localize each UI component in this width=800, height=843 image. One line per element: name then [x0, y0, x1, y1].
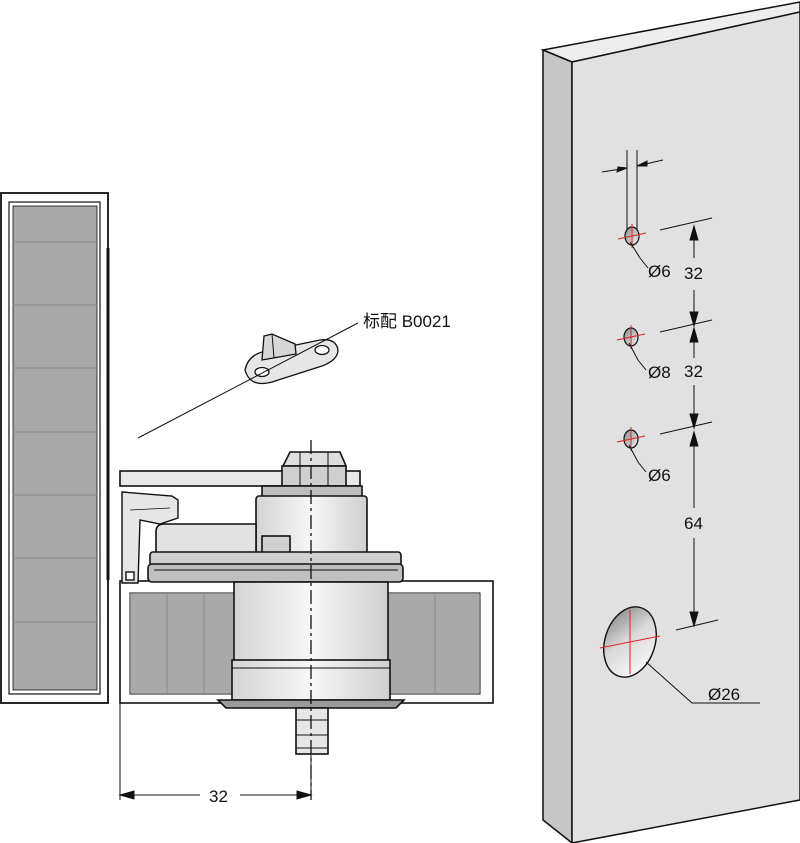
spacing-2-label: 32: [684, 362, 703, 381]
door-panel-side: [542, 48, 573, 843]
hole-width-dimension: [601, 150, 664, 232]
offset-dimension: [118, 703, 313, 800]
standard-part-leader: [137, 322, 359, 439]
spacing-dimension-chain: [659, 217, 719, 631]
vertical-frame-profile: [0, 192, 110, 704]
mounting-hole-1: [617, 224, 647, 248]
hole1-diameter-label: Ø6: [648, 262, 671, 281]
strike-part-b0021: [244, 333, 339, 385]
large-hole-diameter-label: Ø26: [708, 685, 740, 704]
mounting-hole-3: [616, 427, 646, 451]
spacing-3-label: 64: [684, 514, 703, 533]
hole2-diameter-label: Ø8: [648, 363, 671, 382]
door-panel: [540, 1, 800, 843]
spacing-1-label: 32: [684, 264, 703, 283]
offset-dimension-label: 32: [209, 787, 228, 806]
hole3-diameter-label: Ø6: [648, 466, 671, 485]
diameter-leaders: [628, 241, 760, 704]
dimension-labels: Ø6 32 Ø8 32 Ø6 64 Ø26: [648, 262, 740, 704]
mounting-hole-2: [616, 325, 646, 349]
standard-part-label: 标配 B0021: [363, 312, 451, 331]
large-hole: [599, 606, 661, 678]
